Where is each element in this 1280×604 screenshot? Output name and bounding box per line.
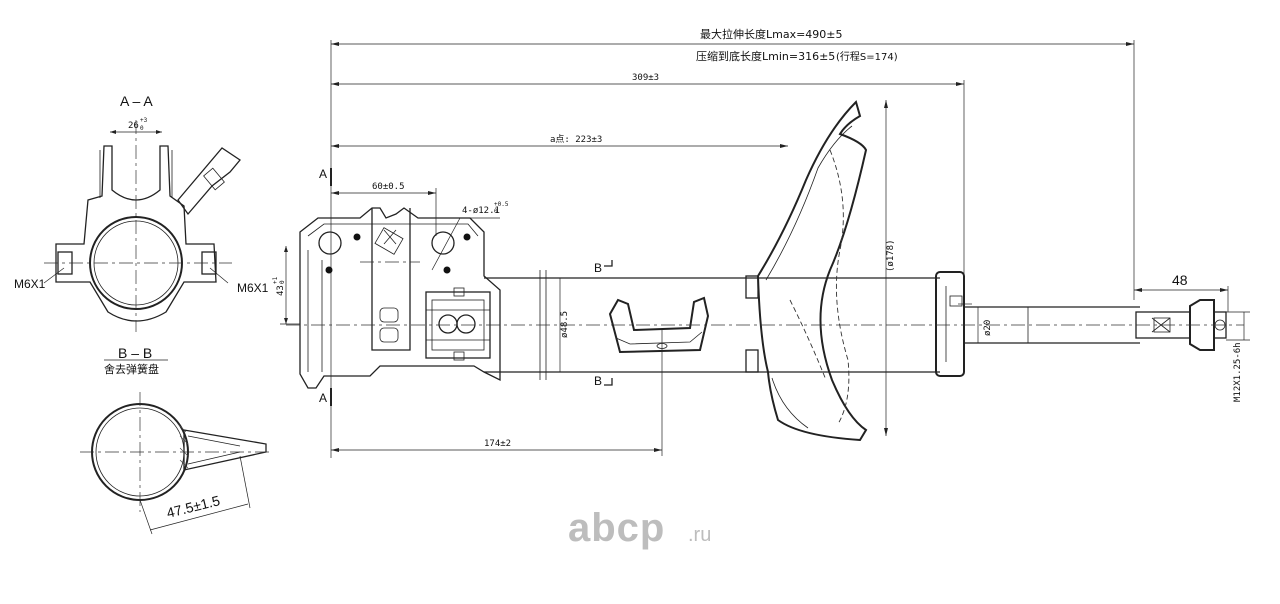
left-bolt-label: M6X1 — [14, 277, 46, 291]
thread-length: 48 — [1172, 272, 1188, 288]
angle-value: 26 — [128, 121, 139, 131]
cut-a-bottom: A — [319, 391, 327, 405]
cut-b-bottom: B — [594, 374, 602, 388]
upper-cap — [935, 271, 972, 377]
thread-callout: M12X1.25-6h — [1226, 311, 1250, 402]
tube-diameter: ø48.5 — [560, 311, 570, 338]
section-a-title: A – A — [120, 93, 153, 109]
svg-text:+1: +1 — [272, 276, 279, 284]
watermark-brand: abcp — [568, 506, 665, 550]
sensor-bracket — [425, 287, 491, 361]
height-value: 43 — [276, 285, 286, 296]
strut-main-view: 最大拉伸长度Lmax=490±5 压缩到底长度Lmin=316±5 (行程S=1… — [286, 27, 1250, 458]
spring-seat-plate: (ø178) — [756, 100, 896, 442]
section-b-title: B – B — [118, 345, 152, 361]
svg-text:0: 0 — [279, 280, 286, 284]
dim-60: 60±0.5 — [372, 182, 405, 192]
hole-dimension: 4-ø12.1 — [462, 206, 500, 216]
section-a-a-view: A – A 26 +3 0 M6X1 M6X1 — [14, 93, 300, 332]
section-b-b-view: B – B 舍去弹簧盘 47.5±1.5 — [80, 345, 270, 535]
svg-text:0: 0 — [494, 208, 498, 215]
dim-309: 309±3 — [632, 73, 659, 83]
dim-174: 174±2 — [484, 439, 511, 449]
svg-text:0: 0 — [140, 125, 144, 132]
lmax-label: 最大拉伸长度Lmax=490±5 — [700, 27, 843, 41]
mount-hole-right — [431, 231, 455, 255]
watermark-tld: .ru — [688, 524, 711, 546]
hole-callout: 4-ø12.1 +0.5 0 — [431, 201, 509, 271]
svg-text:+0.5: +0.5 — [494, 201, 509, 208]
rod-diameter: ø20 — [983, 320, 993, 336]
svg-text:+3: +3 — [140, 117, 148, 124]
dim-223: a点: 223±3 — [550, 134, 602, 145]
stroke-label: (行程S=174) — [836, 50, 898, 63]
spring-seat-clip — [608, 296, 710, 354]
seat-diameter: (ø178) — [886, 239, 896, 272]
section-b-dimension: 47.5±1.5 — [165, 492, 222, 521]
mount-hole-left — [318, 231, 342, 255]
cut-a-top: A — [319, 167, 327, 181]
overall-dimensions: 最大拉伸长度Lmax=490±5 压缩到底长度Lmin=316±5 (行程S=1… — [330, 27, 1135, 458]
lmin-label: 压缩到底长度Lmin=316±5 — [696, 49, 835, 63]
cut-b-top: B — [594, 261, 602, 275]
section-b-subtitle: 舍去弹簧盘 — [104, 362, 159, 376]
thread-spec: M12X1.25-6h — [1233, 342, 1243, 402]
abcp-watermark-logo: abcp .ru — [568, 506, 711, 550]
right-bolt-label: M6X1 — [237, 281, 269, 295]
thread-length-dim: 48 — [1134, 272, 1229, 312]
knuckle-bracket — [299, 207, 501, 389]
